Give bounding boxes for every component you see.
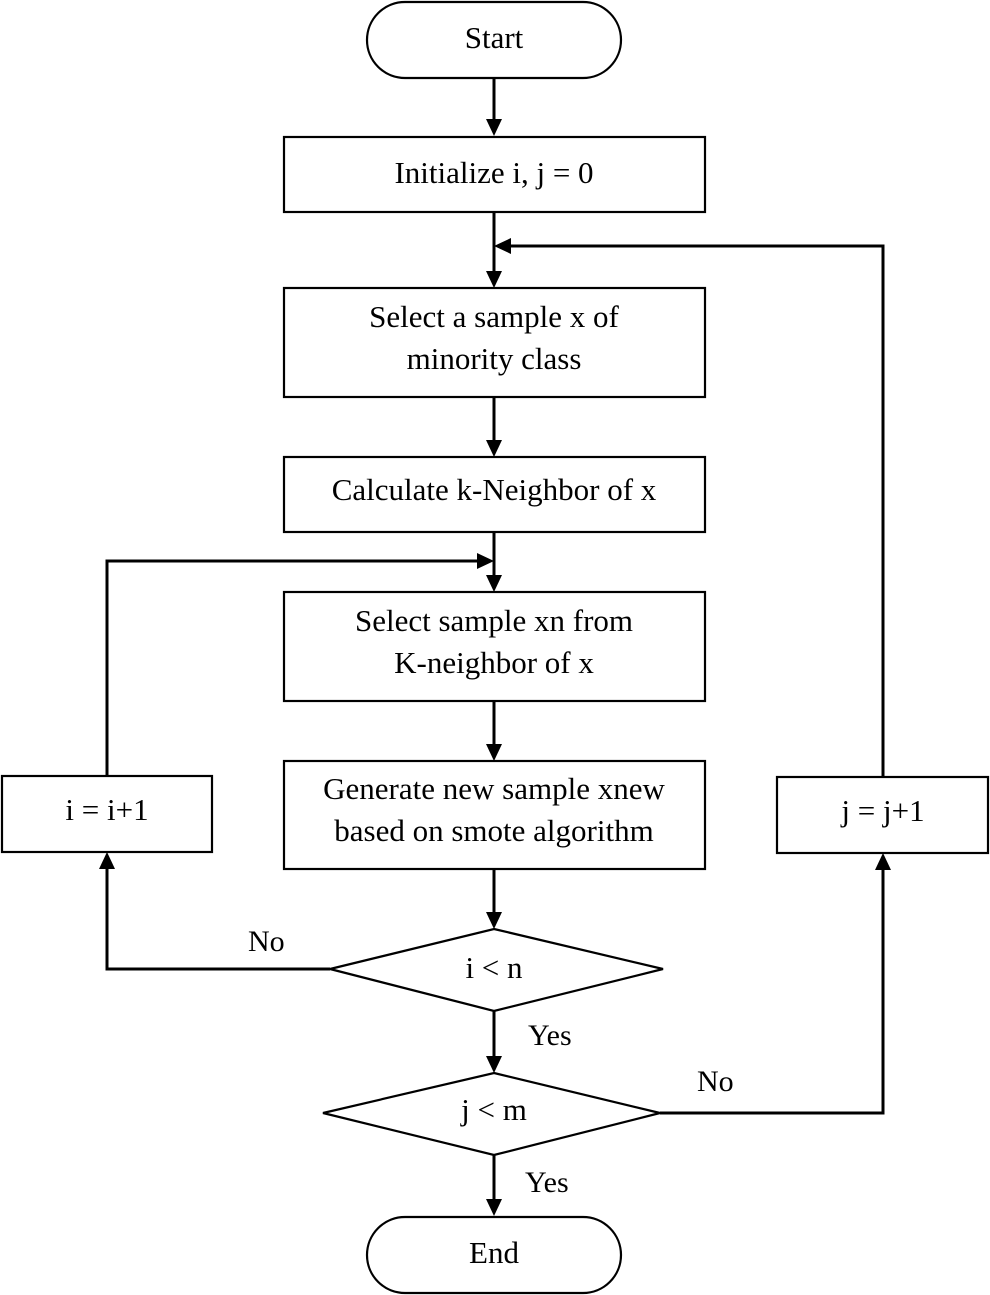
arrowhead-decision-i — [486, 912, 502, 929]
end-node: End — [365, 1215, 623, 1295]
calc-neighbor-node: Calculate k-Neighbor of x — [282, 455, 707, 534]
select-sample-label-line1: Select a sample x of — [369, 299, 619, 334]
select-sample-label-line2: minority class — [407, 341, 582, 376]
increment-i-node: i = i+1 — [0, 774, 214, 854]
end-label: End — [469, 1235, 519, 1270]
decision-j-node: j < m — [322, 1071, 661, 1157]
arrowhead-select-sample — [486, 271, 502, 288]
arrowhead-decision-j — [486, 1056, 502, 1073]
start-node: Start — [365, 0, 623, 80]
edge-decision-j-no-to-increment-j — [660, 870, 885, 1115]
edge-label-j-yes: Yes — [525, 1166, 569, 1199]
decision-j-label: j < m — [460, 1092, 527, 1127]
arrowhead-generate — [486, 744, 502, 761]
arrowhead-loop-i — [477, 553, 494, 569]
select-xn-label-line2: K-neighbor of x — [394, 645, 594, 680]
arrowhead-calc-neighbor — [486, 440, 502, 457]
edge-label-i-yes: Yes — [528, 1019, 572, 1052]
initialize-node: Initialize i, j = 0 — [282, 135, 707, 214]
arrowhead-initialize — [486, 119, 502, 136]
increment-i-label: i = i+1 — [65, 792, 148, 827]
increment-j-node: j = j+1 — [775, 775, 990, 855]
generate-node: Generate new sample xnew based on smote … — [282, 759, 707, 871]
select-xn-node: Select sample xn from K-neighbor of x — [282, 590, 707, 703]
arrowhead-end — [486, 1199, 502, 1216]
select-sample-node: Select a sample x of minority class — [282, 286, 707, 399]
edge-decision-i-no-to-increment-i — [105, 869, 330, 971]
arrowhead-increment-i — [99, 852, 115, 869]
select-xn-label-line1: Select sample xn from — [355, 603, 633, 638]
increment-j-label: j = j+1 — [840, 793, 924, 828]
generate-label-line2: based on smote algorithm — [334, 813, 653, 848]
edge-label-i-no: No — [248, 925, 285, 958]
arrowhead-increment-j — [875, 853, 891, 870]
edge-increment-i-loop-back — [105, 559, 477, 775]
edge-increment-j-loop-back — [511, 244, 885, 776]
start-label: Start — [465, 20, 524, 55]
arrowhead-loop-j — [494, 238, 511, 254]
arrowhead-select-xn — [486, 575, 502, 592]
initialize-label: Initialize i, j = 0 — [394, 155, 593, 190]
generate-label-line1: Generate new sample xnew — [323, 771, 665, 806]
decision-i-node: i < n — [329, 927, 664, 1013]
decision-i-label: i < n — [465, 950, 523, 985]
edge-label-j-no: No — [697, 1065, 734, 1098]
calc-neighbor-label: Calculate k-Neighbor of x — [332, 472, 657, 507]
